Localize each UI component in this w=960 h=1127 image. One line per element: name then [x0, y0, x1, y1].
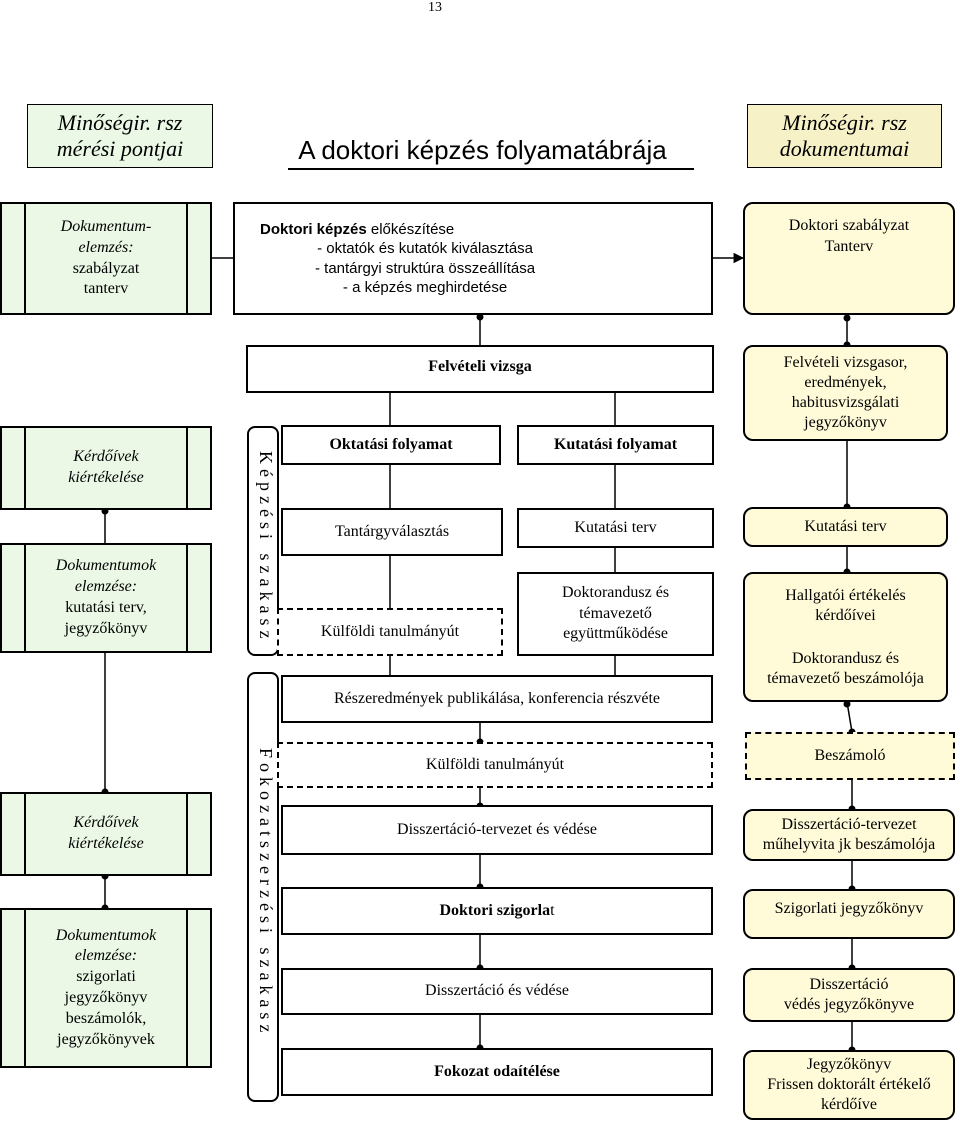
- research-process-box: Kutatási folyamat: [517, 425, 714, 465]
- thesis-defense-box: Disszertáció és védése: [281, 968, 713, 1015]
- doctoral-training-preparation: Doktori képzés előkészítése - oktatók és…: [233, 202, 713, 315]
- thesis-draft-box: Disszertáció-tervezet és védése: [281, 805, 713, 855]
- entrance-records-doc: Felvételi vizsgasor, eredmények, habitus…: [743, 345, 948, 441]
- exam-record-doc: Szigorlati jegyzőkönyv: [743, 889, 955, 939]
- research-plan-box: Kutatási terv: [517, 508, 714, 548]
- degree-award-box: Fokozat odaítélése: [281, 1048, 713, 1096]
- document-analysis-research-plan: Dokumentumok elemzése: kutatási terv, je…: [0, 543, 212, 653]
- study-abroad-box-2: Külföldi tanulmányút: [277, 742, 713, 788]
- supervisor-cooperation-box: Doktorandusz és témavezető együttműködés…: [517, 572, 714, 656]
- study-abroad-box-1: Külföldi tanulmányút: [277, 608, 503, 656]
- publications-box: Részeredmények publikálása, konferencia …: [281, 675, 713, 723]
- doctoral-exam-box: Doktori szigorlat: [281, 887, 713, 935]
- new-doctor-questionnaire-doc: Jegyzőkönyv Frissen doktorált értékelő k…: [743, 1050, 955, 1120]
- entrance-exam-box: Felvételi vizsga: [246, 345, 714, 393]
- header-left-measurement-points: Minőségir. rsz mérési pontjai: [27, 104, 213, 168]
- document-analysis-exam-records: Dokumentumok elemzése: szigorlati jegyző…: [0, 908, 212, 1068]
- doctoral-regulation-curriculum: Doktori szabályzat Tanterv: [743, 202, 955, 315]
- title-underline: [288, 168, 694, 170]
- thesis-workshop-doc: Disszertáció-tervezet műhelyvita jk besz…: [743, 809, 955, 861]
- page-title: A doktori képzés folyamatábrája: [298, 135, 667, 165]
- header-right-documents: Minőségir. rsz dokumentumai: [747, 104, 942, 168]
- report-doc: Beszámoló: [745, 732, 955, 780]
- student-evaluation-doc: Hallgatói értékelés kérdőívei Doktorandu…: [743, 572, 948, 702]
- defense-record-doc: Disszertáció védés jegyzőkönyve: [743, 968, 955, 1022]
- research-plan-doc: Kutatási terv: [743, 507, 948, 547]
- document-analysis-regulation: Dokumentum- elemzés: szabályzat tanterv: [0, 202, 212, 315]
- page-number: 13: [428, 0, 442, 15]
- training-phase-label: Képzési szakasz: [247, 426, 279, 656]
- questionnaire-evaluation-1: Kérdőívek kiértékelése: [0, 426, 212, 510]
- course-selection-box: Tantárgyválasztás: [281, 508, 503, 556]
- questionnaire-evaluation-2: Kérdőívek kiértékelése: [0, 792, 212, 876]
- degree-phase-label: Fokozatszerzési szakasz: [247, 672, 279, 1102]
- teaching-process-box: Oktatási folyamat: [281, 425, 501, 465]
